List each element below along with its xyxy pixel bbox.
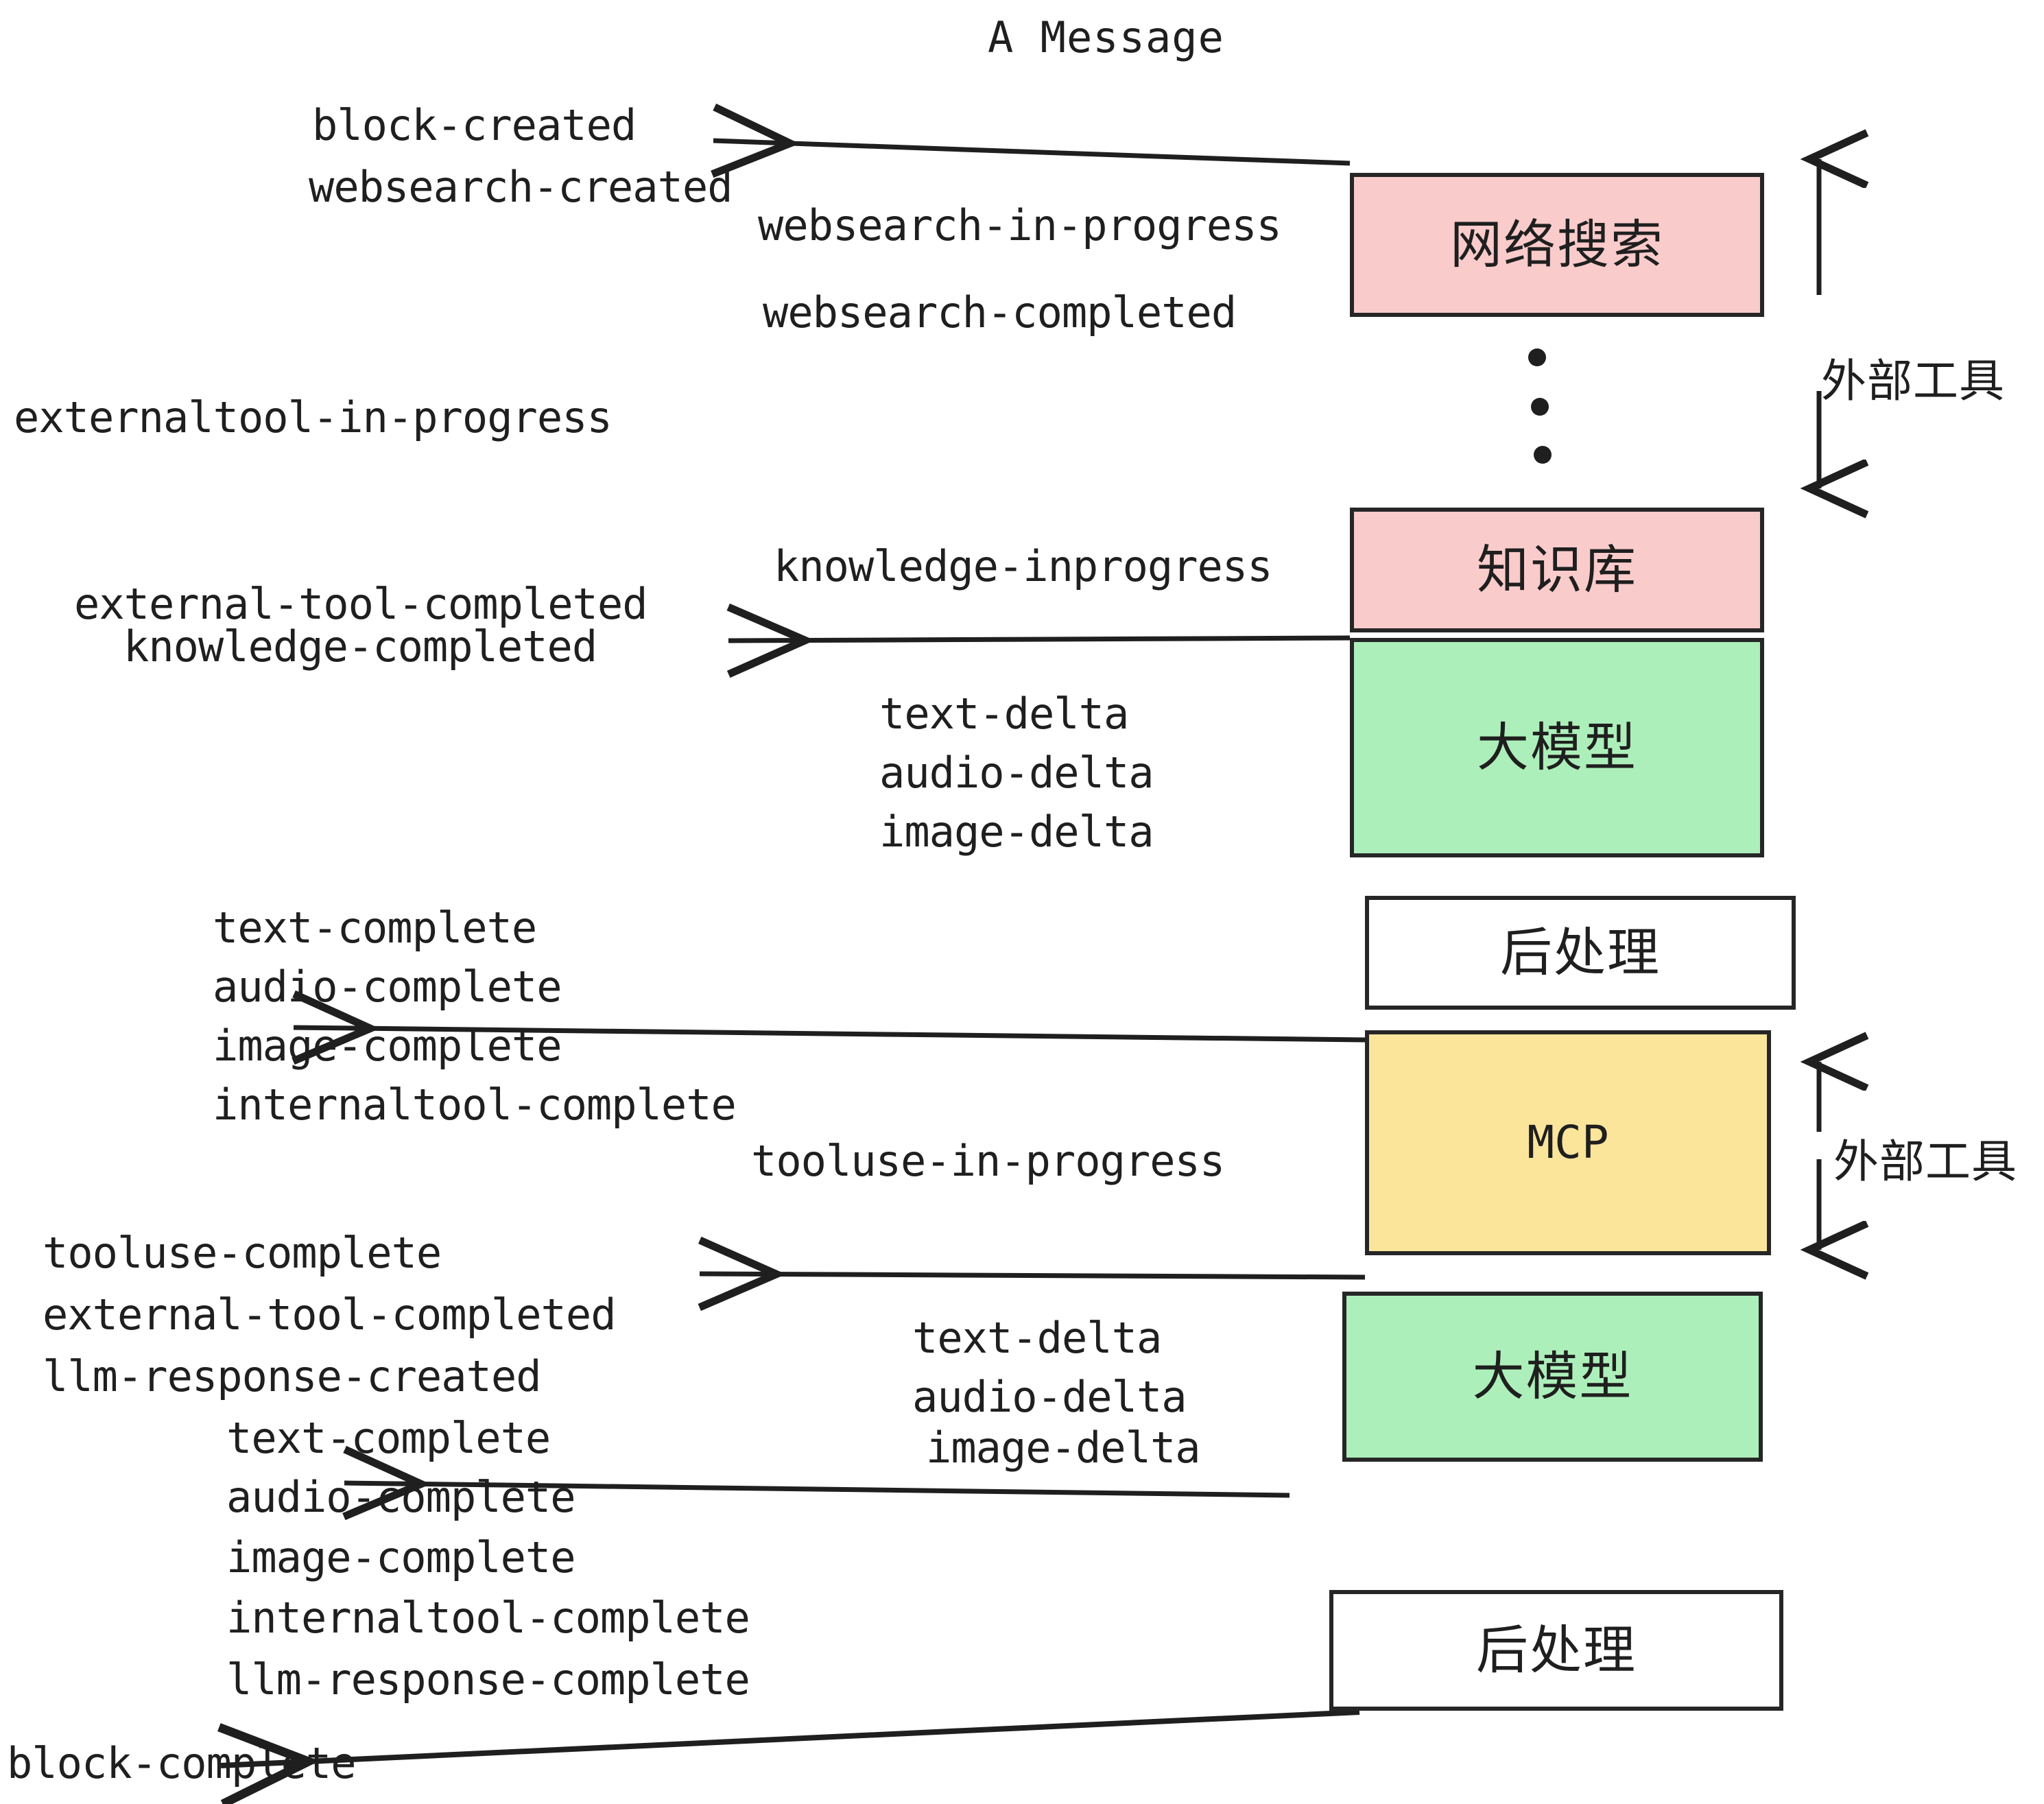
arrow-mcp-to-tooluse-complete — [698, 1236, 1366, 1312]
event-websearch-created: websearch-created — [309, 162, 733, 212]
event-text-complete-2: text-complete — [226, 1413, 551, 1463]
event-image-delta-2: image-delta — [926, 1423, 1201, 1473]
node-mcp[interactable]: MCP — [1365, 1030, 1771, 1255]
event-websearch-in-progress: websearch-in-progress — [758, 200, 1282, 250]
event-knowledge-completed: knowledge-completed — [123, 621, 597, 672]
event-websearch-completed: websearch-completed — [763, 287, 1237, 337]
event-knowledge-inprogress: knowledge-inprogress — [774, 541, 1273, 591]
event-tooluse-in-progress: tooluse-in-progress — [751, 1136, 1225, 1186]
event-image-complete-2: image-complete — [226, 1532, 576, 1582]
event-audio-delta-2: audio-delta — [912, 1372, 1187, 1422]
node-knowledge-base[interactable]: 知识库 — [1350, 508, 1764, 632]
node-llm-bottom[interactable]: 大模型 — [1342, 1292, 1763, 1462]
node-postprocess-bottom[interactable]: 后处理 — [1329, 1590, 1783, 1711]
arrow-knowledge-to-knowledge-completed — [726, 603, 1351, 678]
event-llm-response-complete: llm-response-complete — [226, 1654, 750, 1705]
event-tooluse-complete: tooluse-complete — [43, 1228, 442, 1278]
event-externaltool-in-progress: externaltool-in-progress — [14, 392, 613, 442]
event-external-tool-completed-2: external-tool-completed — [43, 1290, 617, 1340]
arrow-post-to-block-complete — [217, 1709, 1360, 1804]
event-text-delta-1: text-delta — [879, 689, 1129, 739]
node-label-knowledge-base: 知识库 — [1477, 539, 1637, 600]
node-label-postprocess-bottom: 后处理 — [1476, 1619, 1637, 1681]
group-label-external-tools-top: 外部工具 — [1821, 355, 2005, 407]
node-label-websearch: 网络搜索 — [1450, 214, 1664, 275]
diagram-title: A Message — [988, 12, 1224, 62]
node-label-llm-top: 大模型 — [1477, 717, 1637, 778]
node-label-llm-bottom: 大模型 — [1472, 1346, 1633, 1407]
event-image-complete-1: image-complete — [213, 1021, 562, 1071]
node-postprocess-top[interactable]: 后处理 — [1365, 896, 1796, 1010]
node-label-mcp: MCP — [1527, 1116, 1609, 1169]
node-label-postprocess-top: 后处理 — [1500, 922, 1661, 983]
event-audio-complete-2: audio-complete — [226, 1472, 576, 1522]
event-block-complete: block-complete — [7, 1738, 357, 1788]
event-text-complete-1: text-complete — [213, 903, 537, 953]
event-block-created: block-created — [312, 100, 637, 150]
event-internaltool-complete-2: internaltool-complete — [226, 1593, 750, 1643]
event-audio-complete-1: audio-complete — [213, 962, 562, 1012]
event-audio-delta-1: audio-delta — [879, 748, 1154, 798]
group-label-external-tools-bottom: 外部工具 — [1833, 1135, 2017, 1188]
node-websearch[interactable]: 网络搜索 — [1350, 173, 1764, 317]
arrow-websearch-to-block-created — [711, 103, 1351, 178]
event-image-delta-1: image-delta — [879, 807, 1154, 857]
event-external-tool-completed-1: external-tool-completed — [74, 579, 648, 629]
event-text-delta-2: text-delta — [912, 1313, 1162, 1363]
event-internaltool-complete-1: internaltool-complete — [213, 1080, 737, 1130]
node-llm-top[interactable]: 大模型 — [1350, 638, 1764, 857]
event-llm-response-created: llm-response-created — [43, 1351, 542, 1401]
